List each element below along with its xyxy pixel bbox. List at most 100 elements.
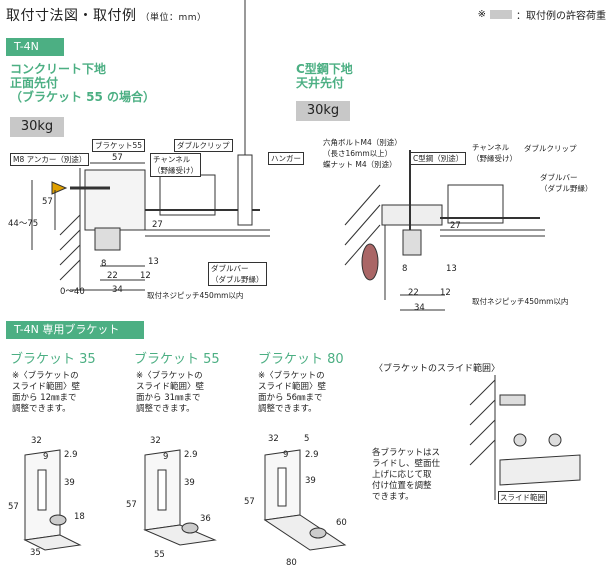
concrete-line1: コンクリート下地 (10, 62, 107, 76)
channel-label: チャンネル （野縁受け） (150, 153, 201, 177)
hanger-label: ハンガー (268, 152, 304, 165)
dim-0-40: 0～40 (60, 287, 85, 297)
b35-dim-bottom: 35 (30, 548, 41, 558)
double-bar-label-2: （ダブル野縁） (211, 275, 264, 284)
csteel-double-bar-label-1: ダブルバー (540, 173, 578, 182)
bracket80-note-3: 面から 56㎜まで (258, 393, 323, 403)
legend: ※ ：取付例の許容荷重 (478, 7, 606, 22)
csteel-load-badge: 30kg (296, 101, 350, 121)
csteel-dim-34: 34 (414, 303, 425, 313)
b55-dim-b: 2.9 (184, 450, 198, 460)
anchor-label: M8 アンカー（別途） (10, 153, 90, 166)
b55-dim-d: 36 (200, 514, 211, 524)
concrete-line2: 正面先付 (10, 76, 59, 90)
bolt-label-3: 蝶ナット M4（別途） (323, 160, 397, 169)
b80-dim-c: 39 (305, 476, 316, 486)
b55-dim-top: 32 (150, 436, 161, 446)
dim-34: 34 (112, 285, 123, 295)
bracket35-note-3: 面から 12㎜まで (12, 393, 77, 403)
bolt-label: 六角ボルトM4（別途） （長さ16mm以上） 蝶ナット M4（別途） (323, 137, 402, 170)
dim-13: 13 (148, 257, 159, 267)
csteel-dim-22: 22 (408, 288, 419, 298)
csteel-double-bar-label: ダブルバー （ダブル野縁） (540, 172, 593, 194)
csteel-pitch-note: 取付ネジピッチ450mm以内 (472, 297, 569, 306)
slide-title: 〈ブラケットのスライド範囲〉 (374, 364, 501, 374)
bracket35-note-1: ※〈ブラケットの (12, 371, 79, 381)
double-bar-label: ダブルバー （ダブル野縁） (208, 262, 267, 286)
dim-44-75: 44～75 (8, 219, 39, 229)
bracket80-note-1: ※〈ブラケットの (258, 371, 325, 381)
b35-dim-b: 2.9 (64, 450, 78, 460)
b80-dim-d: 60 (336, 518, 347, 528)
channel-label-2: （野縁受け） (153, 166, 198, 175)
csteel-double-clip-label: ダブルクリップ (524, 144, 577, 153)
csteel-channel-label-2: （野縁受け） (472, 154, 517, 163)
csteel-channel-label-1: チャンネル (472, 143, 510, 152)
bracket35-note-4: 調整できます。 (12, 404, 71, 414)
bracket55-note: ※〈ブラケットの スライド範囲〉壁 面から 31㎜まで 調整できます。 (136, 371, 204, 415)
b35-dim-a: 9 (43, 452, 49, 462)
legend-text: ：取付例の許容荷重 (516, 11, 606, 22)
b80-dim-top: 32 (268, 434, 279, 444)
dim-57-side: 57 (42, 197, 53, 207)
bracket35-title: ブラケット 35 (10, 352, 96, 367)
page-title: 取付寸法図・取付例（単位：mm） (6, 5, 207, 25)
b55-dim-a: 9 (163, 452, 169, 462)
bracket80-title: ブラケット 80 (258, 352, 344, 367)
c-steel-label: C型鋼（別途） (410, 152, 467, 165)
channel-label-1: チャンネル (153, 155, 191, 164)
csteel-line1: C型鋼下地 (296, 62, 353, 76)
bracket55-title: ブラケット 55 (134, 352, 220, 367)
bracket80-note-4: 調整できます。 (258, 404, 317, 414)
bracket55-note-1: ※〈ブラケットの (136, 371, 203, 381)
bracket35-note: ※〈ブラケットの スライド範囲〉壁 面から 12㎜まで 調整できます。 (12, 371, 80, 415)
bracket55-note-2: スライド範囲〉壁 (136, 382, 205, 392)
dim-57-top: 57 (112, 153, 123, 163)
unit-label: （単位：mm） (140, 13, 207, 23)
slide-desc-4: 付け位置を調整 (372, 481, 432, 491)
b35-dim-top: 32 (31, 436, 42, 446)
b35-dim-d: 18 (74, 512, 85, 522)
concrete-line3: （ブラケット 55 の場合） (10, 90, 156, 104)
dim-27: 27 (152, 220, 163, 230)
slide-desc-1: 各ブラケットはス (372, 448, 441, 458)
bolt-label-2: （長さ16mm以上） (323, 149, 393, 158)
b55-dim-c: 39 (184, 478, 195, 488)
dim-12: 12 (140, 271, 151, 281)
csteel-dim-13: 13 (446, 264, 457, 274)
b55-dim-bottom: 55 (154, 550, 165, 560)
csteel-double-bar-label-2: （ダブル野縁） (540, 184, 593, 193)
csteel-channel-label: チャンネル （野縁受け） (472, 142, 517, 164)
concrete-heading: コンクリート下地 正面先付 （ブラケット 55 の場合） (10, 62, 155, 104)
slide-desc-3: 上げに応じて取 (372, 470, 432, 480)
b80-dim-a: 9 (283, 450, 289, 460)
b80-dim-top2: 5 (304, 434, 310, 444)
csteel-dim-12: 12 (440, 288, 451, 298)
bracket80-note-2: スライド範囲〉壁 (258, 382, 327, 392)
csteel-dim-27: 27 (450, 221, 461, 231)
double-bar-label-1: ダブルバー (211, 264, 249, 273)
bracket55-label: ブラケット55 (92, 139, 146, 152)
legend-swatch (490, 10, 512, 19)
b35-dim-side: 57 (8, 502, 19, 512)
b55-dim-side: 57 (126, 500, 137, 510)
b80-dim-bottom: 80 (286, 558, 297, 568)
section-badge-t4n: T-4N (6, 38, 64, 56)
dim-22: 22 (107, 271, 118, 281)
dim-8: 8 (101, 259, 107, 269)
legend-mark: ※ (477, 9, 486, 20)
page-title-text: 取付寸法図・取付例 (6, 8, 137, 24)
csteel-dim-8: 8 (402, 264, 408, 274)
csteel-line2: 天井先付 (296, 76, 345, 90)
slide-desc: 各ブラケットはス ライドし、壁面仕 上げに応じて取 付け位置を調整 できます。 (372, 448, 440, 503)
bracket35-note-2: スライド範囲〉壁 (12, 382, 81, 392)
concrete-pitch-note: 取付ネジピッチ450mm以内 (147, 291, 244, 300)
bolt-label-1: 六角ボルトM4（別途） (323, 138, 402, 147)
bracket55-note-3: 面から 31㎜まで (136, 393, 201, 403)
